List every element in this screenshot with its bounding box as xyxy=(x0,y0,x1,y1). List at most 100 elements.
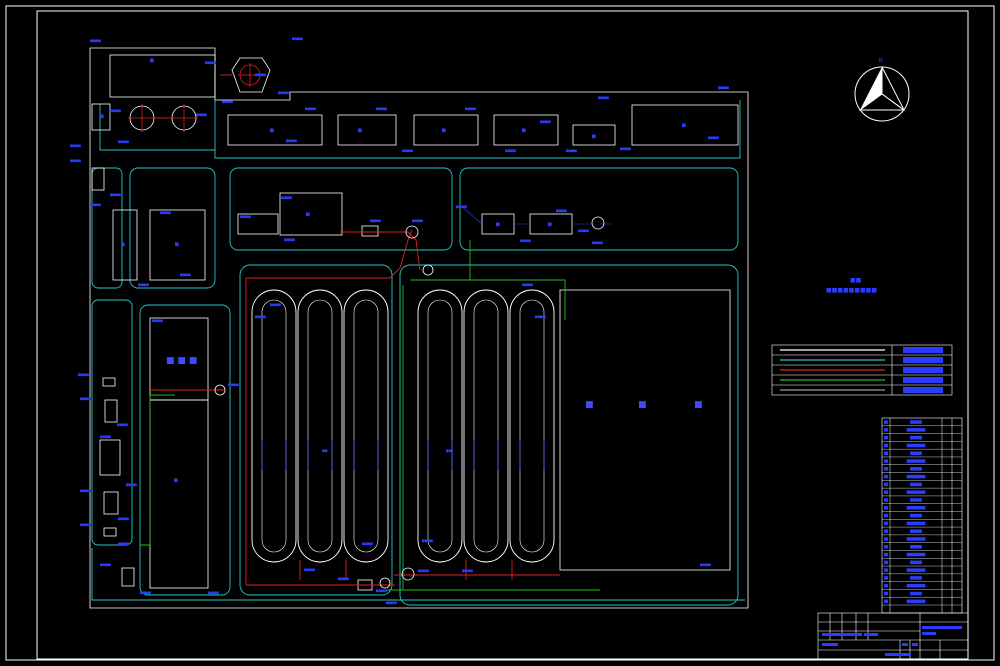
parts-row-number xyxy=(884,498,888,502)
parts-row-number xyxy=(884,552,888,557)
svg-text:■■■■: ■■■■ xyxy=(117,423,128,428)
svg-text:■■: ■■ xyxy=(322,449,328,454)
parts-row-number xyxy=(884,459,888,463)
svg-text:■: ■ xyxy=(175,241,179,248)
tank-icon xyxy=(128,63,262,132)
parts-row-number xyxy=(884,560,888,565)
svg-text:■■■■: ■■■■ xyxy=(700,563,711,568)
inner-frame xyxy=(36,10,969,660)
svg-text:■: ■ xyxy=(100,113,104,120)
parts-row-number xyxy=(884,599,888,604)
svg-text:■: ■ xyxy=(358,127,362,134)
parts-row-number xyxy=(884,490,888,494)
parts-row-number xyxy=(884,576,888,580)
svg-text:■■■■: ■■■■ xyxy=(100,563,111,568)
svg-text:■■■■: ■■■■ xyxy=(718,86,729,91)
svg-text:■: ■ xyxy=(306,211,310,218)
svg-text:■■■■: ■■■■ xyxy=(362,542,373,547)
svg-text:■■■■: ■■■■ xyxy=(402,149,413,154)
parts-row-text xyxy=(906,552,926,557)
svg-text:■■■■: ■■■■ xyxy=(592,241,603,246)
svg-text:■■■■: ■■■■ xyxy=(338,577,349,582)
svg-text:■■■■: ■■■■ xyxy=(90,203,101,208)
svg-text:■■■■: ■■■■ xyxy=(456,205,467,210)
parts-row-number xyxy=(884,451,888,456)
svg-text:■■■■: ■■■■ xyxy=(100,435,111,440)
pipe-green xyxy=(140,240,600,591)
svg-text:■■■■: ■■■■ xyxy=(228,383,239,388)
svg-text:■■■■: ■■■■ xyxy=(598,96,609,101)
svg-text:■■■■: ■■■■ xyxy=(118,542,129,547)
parts-row-text xyxy=(906,521,926,526)
parts-row-number xyxy=(884,506,888,510)
parts-row-text xyxy=(910,529,922,533)
svg-text:■■■■: ■■■■ xyxy=(520,239,531,244)
svg-text:■: ■ xyxy=(592,133,596,140)
svg-text:■■■■: ■■■■ xyxy=(80,523,91,528)
svg-text:■■■■: ■■■■ xyxy=(292,37,303,42)
outer-frame xyxy=(5,5,995,661)
parts-list-table xyxy=(881,417,963,614)
ditch-aerators xyxy=(261,440,545,470)
svg-text:■■■■: ■■■■ xyxy=(160,211,171,216)
elevation-labels: ■■■■ ■■■■ ■■■■ ■■■■ ■■■■ ■■■■ ■■■■ ■■■■ … xyxy=(70,37,729,606)
svg-text:■■■■: ■■■■ xyxy=(138,283,149,288)
svg-text:■■■■: ■■■■ xyxy=(578,229,589,234)
parts-row-text xyxy=(906,568,926,572)
parts-row-text xyxy=(906,537,926,541)
svg-text:■■■■: ■■■■ xyxy=(118,517,129,522)
parts-row-number xyxy=(884,521,888,526)
svg-text:■: ■ xyxy=(121,241,125,248)
parts-row-text xyxy=(906,459,926,463)
parts-row-text xyxy=(906,599,926,604)
svg-text:■■■■: ■■■■ xyxy=(80,489,91,494)
svg-text:■■■■: ■■■■ xyxy=(304,568,315,573)
parts-row-text xyxy=(906,443,926,448)
parts-row-number xyxy=(884,568,888,572)
svg-text:■■■■: ■■■■ xyxy=(255,73,266,78)
svg-text:■■■■: ■■■■ xyxy=(118,140,129,145)
parts-row-text xyxy=(910,576,922,580)
parts-row-text xyxy=(910,482,922,487)
svg-text:■■■■: ■■■■ xyxy=(80,397,91,402)
svg-text:■■■■: ■■■■ xyxy=(462,569,473,574)
parts-row-text xyxy=(906,428,926,432)
svg-text:■■■■: ■■■■ xyxy=(305,107,316,112)
svg-text:■■■■: ■■■■ xyxy=(140,591,151,596)
parts-row-text xyxy=(906,506,926,510)
parts-row-text xyxy=(910,591,922,596)
svg-text:■: ■ xyxy=(694,400,703,410)
svg-text:■: ■ xyxy=(270,127,274,134)
svg-text:■■■■: ■■■■ xyxy=(284,238,295,243)
parts-row-number xyxy=(884,467,888,471)
parts-row-text xyxy=(910,545,922,549)
road-network xyxy=(91,100,745,606)
svg-text:■■■■: ■■■■ xyxy=(205,61,216,66)
parts-row-number xyxy=(884,583,888,588)
parts-row-number xyxy=(884,537,888,541)
svg-text:■■■■: ■■■■ xyxy=(418,569,429,574)
parts-row-number xyxy=(884,513,888,518)
svg-text:■■: ■■ xyxy=(850,277,862,284)
svg-text:■■■■: ■■■■ xyxy=(152,319,163,324)
svg-text:■■: ■■ xyxy=(446,449,452,454)
svg-text:■■■■: ■■■■ xyxy=(70,159,81,164)
building-tags: ■ ■ ■ ■ ■ ■ ■ ■ ■ ■ ■ ■ ■ ■ ■ ■ ■ ■ ■ ■ xyxy=(100,57,703,484)
svg-text:■■■■: ■■■■ xyxy=(196,113,207,118)
svg-text:■: ■ xyxy=(522,127,526,134)
svg-text:■: ■ xyxy=(682,122,686,129)
north-label: N xyxy=(879,57,883,64)
svg-text:■■■■: ■■■■ xyxy=(376,589,387,594)
parts-row-number xyxy=(884,529,888,533)
buildings xyxy=(91,54,739,591)
drawing-title: ■■ ■■■■■■■■■ xyxy=(826,277,877,294)
svg-text:■ ■ ■: ■ ■ ■ xyxy=(166,356,197,366)
svg-text:■■■■: ■■■■ xyxy=(240,215,251,220)
oxidation-ditches xyxy=(251,289,555,563)
parts-row-text xyxy=(910,435,922,440)
parts-row-text xyxy=(906,583,926,588)
svg-text:■: ■ xyxy=(150,57,154,64)
svg-text:■■■■: ■■■■ xyxy=(110,193,121,198)
svg-text:■: ■ xyxy=(638,400,647,410)
